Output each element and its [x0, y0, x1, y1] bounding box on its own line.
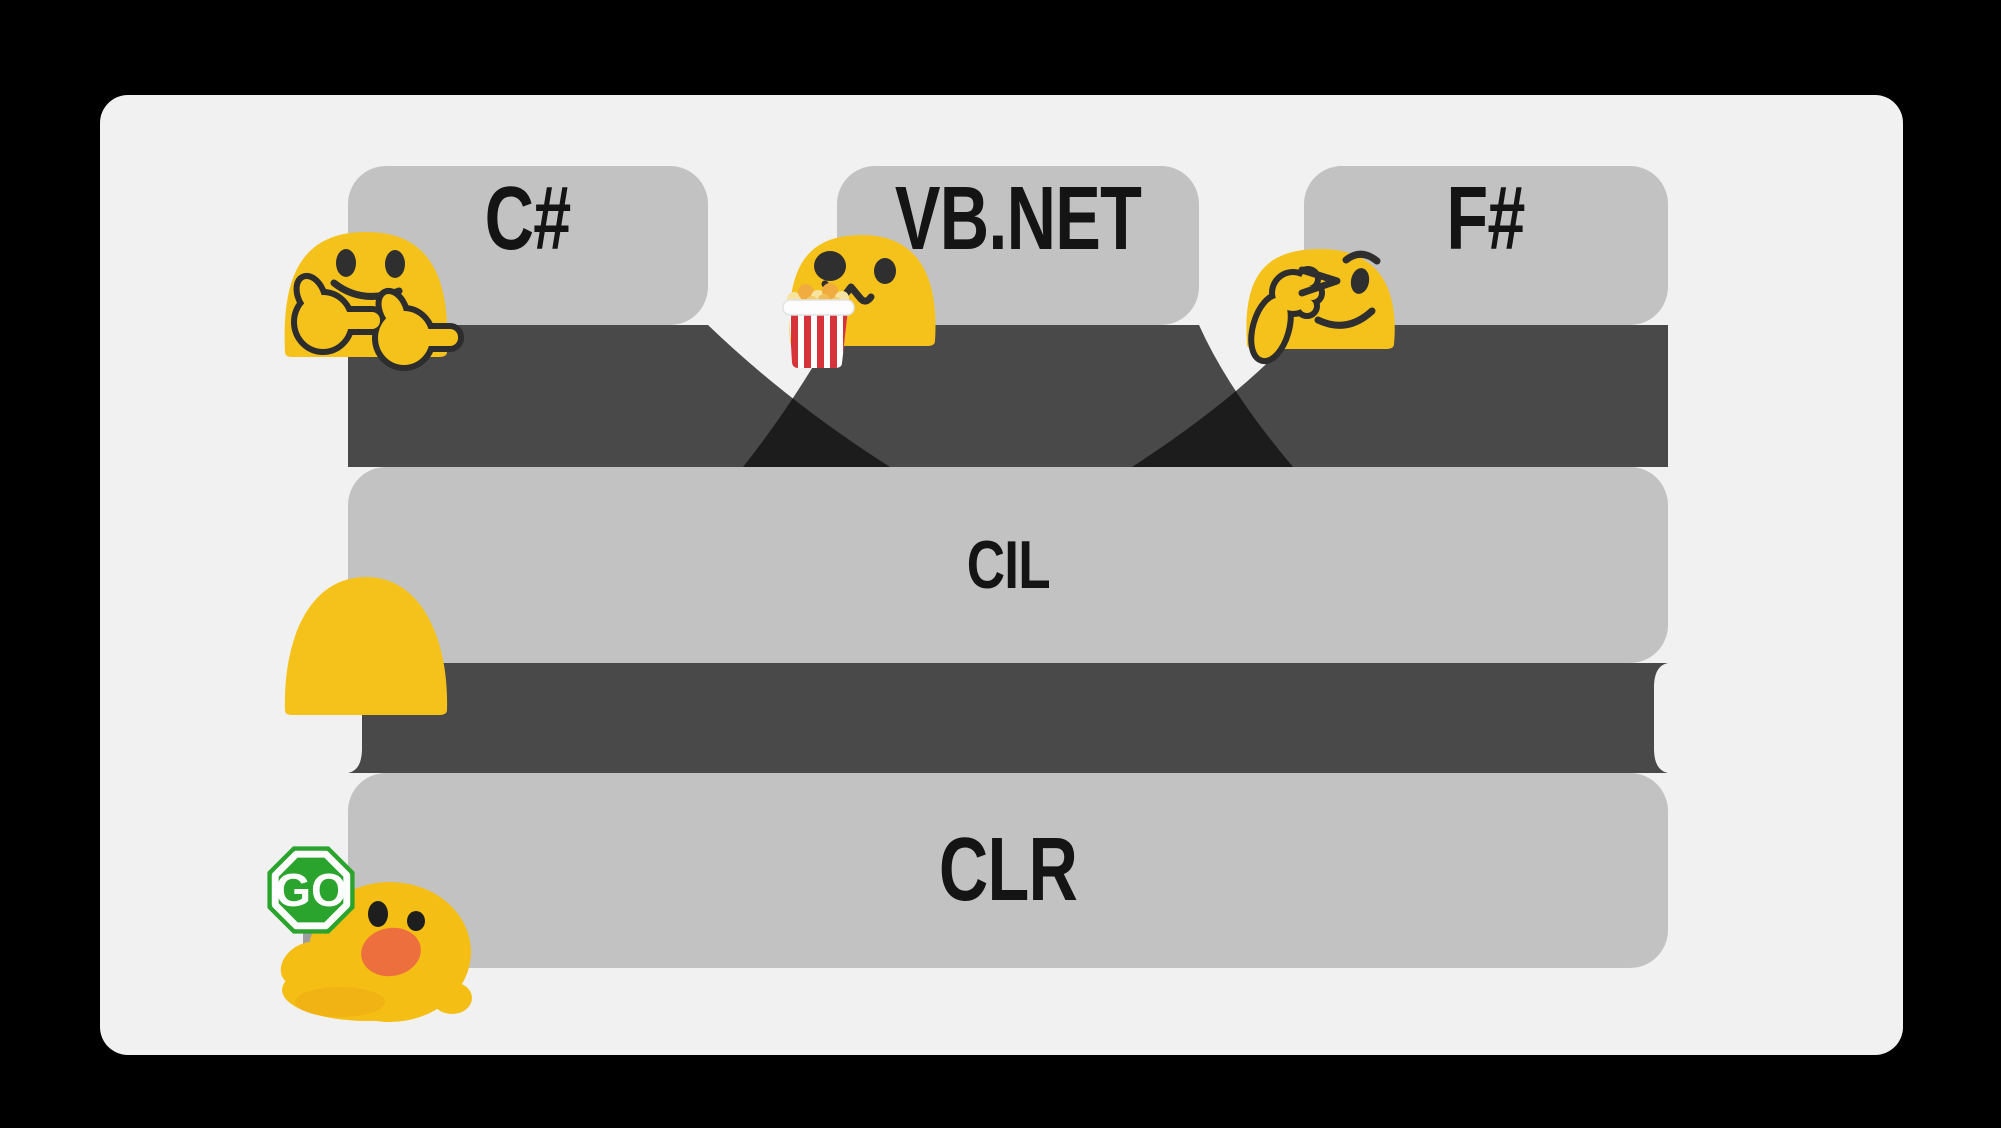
blob-open-eye	[1350, 268, 1370, 294]
go-sign-label: GO	[275, 864, 347, 916]
duck-eyes	[368, 901, 425, 931]
duck-open-mouth	[361, 927, 421, 977]
box-csharp-label: C#	[485, 169, 572, 269]
blob-eyebrow	[1342, 250, 1381, 265]
box-fsharp-label: F#	[1446, 169, 1526, 269]
bar-cil-label: CIL	[966, 527, 1050, 603]
funnel-fsharp-to-cil	[1132, 325, 1668, 467]
duck-belly-shade	[295, 987, 385, 1017]
blob-eyes	[336, 249, 405, 278]
winking-blob-icon	[1246, 249, 1395, 365]
thinking-arm	[1248, 266, 1325, 365]
go-sign-icon: GO	[267, 846, 355, 934]
blob-smile	[1314, 307, 1376, 329]
dome-blob-icon	[284, 577, 448, 715]
duck-go-blob-icon: GO	[267, 846, 472, 1022]
finger-guns-blob-icon	[284, 232, 464, 371]
blob-squiggle-mouth	[821, 280, 875, 307]
funnel-vbnet-to-cil	[743, 325, 1293, 467]
bar-clr: CLR	[348, 773, 1668, 968]
band-cil-to-clr	[348, 663, 1668, 773]
blob-eyes	[814, 251, 896, 284]
popcorn-bucket	[782, 283, 855, 368]
bar-cil: CIL	[348, 467, 1668, 663]
finger-gun-hands	[291, 272, 464, 371]
box-vbnet-label: VB.NET	[894, 169, 1142, 269]
popcorn-blob-icon	[782, 235, 936, 368]
bucket-rim	[782, 299, 855, 316]
bar-clr-label: CLR	[938, 820, 1078, 920]
blob-wink-eye	[1298, 266, 1341, 297]
funnel-csharp-to-cil	[348, 325, 890, 467]
